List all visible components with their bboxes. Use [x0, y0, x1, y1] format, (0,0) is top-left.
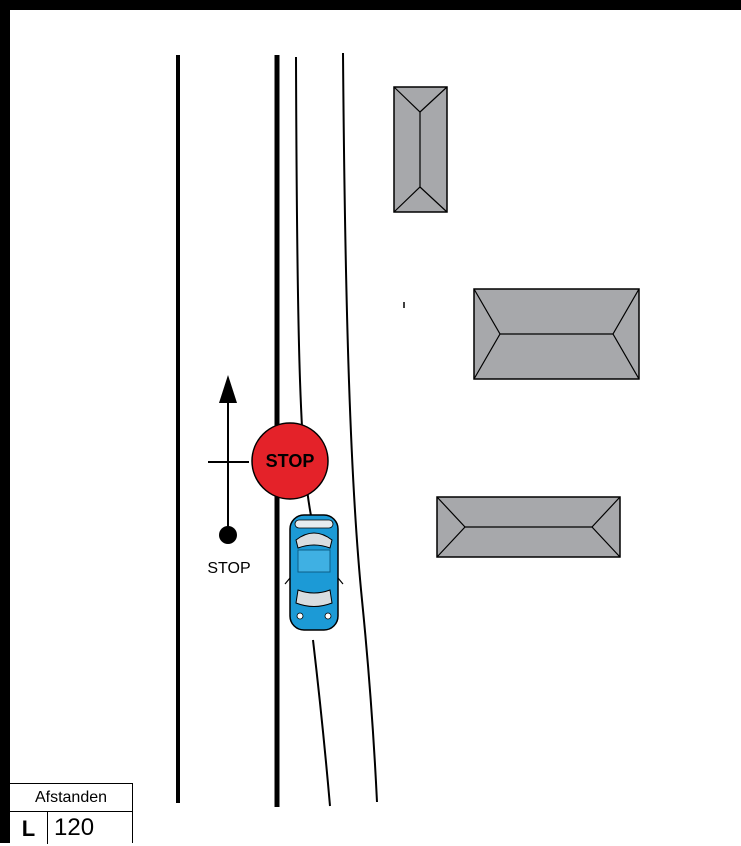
distance-legend: Afstanden L 120 [10, 783, 133, 844]
lane-line-outer [342, 52, 378, 803]
lane-line-inner-lower [312, 639, 331, 807]
legend-letter: L [10, 812, 48, 844]
stop-sign: STOP [251, 422, 329, 500]
legend-value: 120 [54, 814, 95, 841]
building-middle [473, 288, 640, 380]
stop-label: STOP [207, 560, 250, 577]
legend-title: Afstanden [10, 784, 132, 812]
stop-sign-text: STOP [266, 451, 315, 471]
building-top [393, 86, 448, 213]
car [284, 514, 344, 631]
direction-arrow [219, 375, 237, 535]
building-bottom [436, 496, 621, 558]
lane-line-inner [295, 56, 314, 526]
stop-point [219, 526, 237, 544]
